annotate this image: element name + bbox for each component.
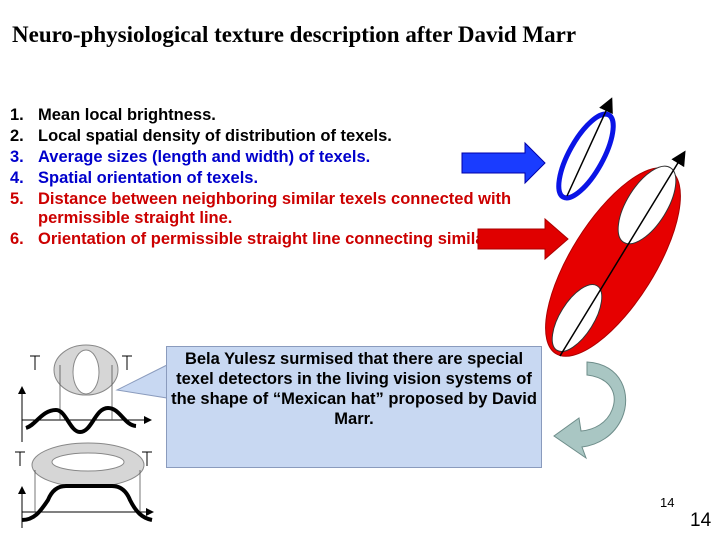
- list-item: 2. Local spatial density of distribution…: [10, 127, 550, 146]
- list-item-text: Local spatial density of distribution of…: [38, 127, 392, 145]
- list-item-text: Orientation of permissible straight line…: [38, 230, 547, 248]
- feature-list: 1. Mean local brightness. 2. Local spati…: [10, 106, 550, 251]
- mexican-hat-diagram: [15, 344, 154, 528]
- list-item-number: 2.: [10, 127, 24, 145]
- callout-text: Bela Yulesz surmised that there are spec…: [171, 350, 537, 428]
- list-item-text: Mean local brightness.: [38, 106, 216, 124]
- list-item-number: 4.: [10, 169, 24, 187]
- list-item: 3. Average sizes (length and width) of t…: [10, 148, 550, 167]
- list-item-text: Spatial orientation of texels.: [38, 169, 259, 187]
- page-number-large: 14: [690, 510, 712, 531]
- list-item-number: 3.: [10, 148, 24, 166]
- list-item: 1. Mean local brightness.: [10, 106, 550, 125]
- blue-arrow-icon: [461, 141, 546, 185]
- red-arrow-icon: [477, 217, 569, 261]
- list-item-text: Distance between neighboring similar tex…: [38, 190, 512, 227]
- list-item-number: 6.: [10, 230, 24, 248]
- list-item: 4. Spatial orientation of texels.: [10, 169, 550, 188]
- list-item-number: 1.: [10, 106, 24, 124]
- page-number-small: 14: [660, 495, 675, 510]
- red-texel-pair: [545, 150, 686, 357]
- list-item: 6. Orientation of permissible straight l…: [10, 230, 550, 249]
- callout-pointer: [115, 364, 168, 399]
- curved-arrow-icon: [553, 361, 627, 460]
- slide-title: Neuro-physiological texture description …: [12, 22, 577, 47]
- list-item-text: Average sizes (length and width) of texe…: [38, 148, 371, 166]
- list-item-number: 5.: [10, 190, 24, 208]
- list-item: 5. Distance between neighboring similar …: [10, 190, 550, 228]
- blue-texel: [556, 97, 616, 201]
- callout-box: [166, 346, 542, 468]
